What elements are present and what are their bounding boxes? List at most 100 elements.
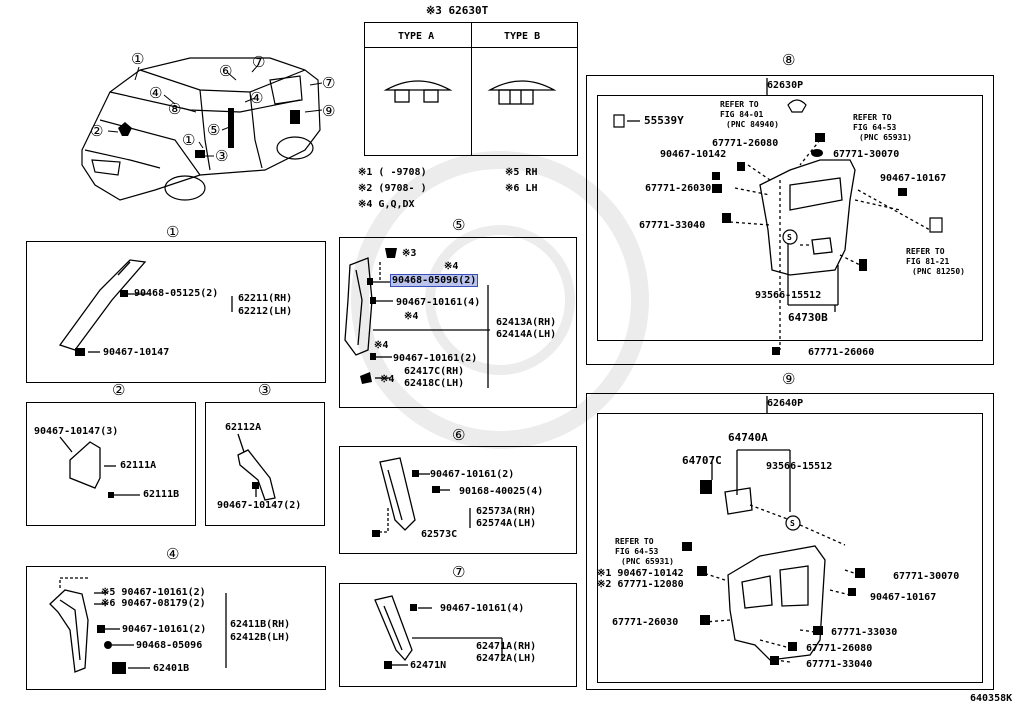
ref-64-9-line2[interactable]: FIG 64-53 xyxy=(615,547,659,556)
part-90467-10161-rh[interactable]: ※5 90467-10161(2) xyxy=(101,587,206,598)
car-callout-8[interactable]: ⑧ xyxy=(168,100,182,118)
type-box-split xyxy=(471,22,472,156)
type-a-label: TYPE A xyxy=(398,31,435,42)
part-67771-26030b[interactable]: 67771-26030 xyxy=(612,617,679,628)
ref-84-line1[interactable]: REFER TO xyxy=(720,100,759,109)
part-64740A[interactable]: 64740A xyxy=(728,431,768,444)
selection-highlight[interactable]: 90468-05096(2) xyxy=(390,274,479,287)
panel-7-number: ⑦ xyxy=(452,563,466,581)
type-b-label: TYPE B xyxy=(504,31,541,42)
car-callout-9[interactable]: ⑨ xyxy=(322,102,336,120)
part-62413A[interactable]: 62413A(RH) xyxy=(496,317,557,328)
part-90467-10147-3[interactable]: 90467-10147(3) xyxy=(34,426,119,437)
panel-4 xyxy=(26,566,326,690)
note-4: ※4 G,Q,DX xyxy=(358,199,415,210)
part-90467-10161-4b[interactable]: 90467-10161(4) xyxy=(440,603,525,614)
panel-3-number: ③ xyxy=(258,381,272,399)
part-90467-10142b[interactable]: ※1 90467-10142 xyxy=(597,568,684,579)
part-64730B[interactable]: 64730B xyxy=(788,311,828,324)
note-5: ※5 RH xyxy=(505,167,538,178)
ref-64-line2[interactable]: FIG 64-53 xyxy=(853,123,897,132)
part-62573A[interactable]: 62573A(RH) xyxy=(476,506,537,517)
part-93566-15512b[interactable]: 93566-15512 xyxy=(766,461,833,472)
part-90467-10161-2c[interactable]: 90467-10161(2) xyxy=(430,469,515,480)
car-callout-3[interactable]: ③ xyxy=(215,147,229,165)
part-90467-08179[interactable]: ※6 90467-08179(2) xyxy=(101,598,206,609)
part-90467-10147-2[interactable]: 90467-10147(2) xyxy=(217,500,302,511)
part-90467-10167[interactable]: 90467-10167 xyxy=(880,173,947,184)
part-67771-12080[interactable]: ※2 67771-12080 xyxy=(597,579,684,590)
part-90468-05096[interactable]: 90468-05096 xyxy=(136,640,203,651)
part-90467-10147[interactable]: 90467-10147 xyxy=(103,347,170,358)
part-90467-10161-4[interactable]: 90467-10161(4) xyxy=(396,297,481,308)
part-67771-26080b[interactable]: 67771-26080 xyxy=(806,643,873,654)
part-62112A[interactable]: 62112A xyxy=(225,422,262,433)
car-callout-6[interactable]: ⑥ xyxy=(219,62,233,80)
ref-64-9-line1[interactable]: REFER TO xyxy=(615,537,654,546)
part-64707C[interactable]: 64707C xyxy=(682,454,722,467)
car-callout-7[interactable]: ⑦ xyxy=(322,74,336,92)
part-90168-40025[interactable]: 90168-40025(4) xyxy=(459,486,544,497)
part-67771-30070[interactable]: 67771-30070 xyxy=(833,149,900,160)
part-62414A[interactable]: 62414A(LH) xyxy=(496,329,557,340)
part-62412B[interactable]: 62412B(LH) xyxy=(230,632,291,643)
car-callout-1[interactable]: ① xyxy=(131,50,145,68)
part-90468-05125[interactable]: 90468-05125(2) xyxy=(134,288,219,299)
part-62471N[interactable]: 62471N xyxy=(410,660,447,671)
ref-81-line3[interactable]: (PNC 81250) xyxy=(912,267,965,276)
panel-8-number: ⑧ xyxy=(782,51,796,69)
ref-81-line1[interactable]: REFER TO xyxy=(906,247,945,256)
ref-64-9-line3[interactable]: (PNC 65931) xyxy=(621,557,674,566)
part-62417C[interactable]: 62417C(RH) xyxy=(404,366,465,377)
part-67771-33030[interactable]: 67771-33030 xyxy=(831,627,898,638)
part-55539Y[interactable]: 55539Y xyxy=(644,114,684,127)
panel-8-inner xyxy=(597,95,983,341)
ref-84-line3[interactable]: (PNC 84940) xyxy=(726,120,779,129)
panel-8-title: 62630P xyxy=(767,80,804,91)
part-62212[interactable]: 62212(LH) xyxy=(238,306,293,317)
panel-9-number: ⑨ xyxy=(782,370,796,388)
car-callout-1b[interactable]: ① xyxy=(182,131,196,149)
part-62111A[interactable]: 62111A xyxy=(120,460,157,471)
part-62401B[interactable]: 62401B xyxy=(153,663,190,674)
type-box-title: ※3 62630T xyxy=(426,4,489,17)
panel-1 xyxy=(26,241,326,383)
part-90468-05096-2-selected[interactable]: 90468-05096(2) xyxy=(390,274,479,287)
part-90467-10161-2b[interactable]: 90467-10161(2) xyxy=(393,353,478,364)
part-93566-15512[interactable]: 93566-15512 xyxy=(755,290,822,301)
part-62211[interactable]: 62211(RH) xyxy=(238,293,293,304)
part-62411B[interactable]: 62411B(RH) xyxy=(230,619,291,630)
part-67771-26080[interactable]: 67771-26080 xyxy=(712,138,779,149)
part-62472A[interactable]: 62472A(LH) xyxy=(476,653,537,664)
part-90467-10142[interactable]: 90467-10142 xyxy=(660,149,727,160)
car-callout-4b[interactable]: ④ xyxy=(250,89,264,107)
ref-64-line3[interactable]: (PNC 65931) xyxy=(859,133,912,142)
car-callout-4[interactable]: ④ xyxy=(149,84,163,102)
ref-84-line2[interactable]: FIG 84-01 xyxy=(720,110,764,119)
part-62418C[interactable]: 62418C(LH) xyxy=(404,378,465,389)
part-90467-10167b[interactable]: 90467-10167 xyxy=(870,592,937,603)
panel-5 xyxy=(339,237,577,408)
part-62111B[interactable]: 62111B xyxy=(143,489,180,500)
part-62573C[interactable]: 62573C xyxy=(421,529,458,540)
part-62574A[interactable]: 62574A(LH) xyxy=(476,518,537,529)
car-callout-7b[interactable]: ⑦ xyxy=(252,53,266,71)
part-90467-10161-2[interactable]: 90467-10161(2) xyxy=(122,624,207,635)
part-67771-33040[interactable]: 67771-33040 xyxy=(639,220,706,231)
panel-2 xyxy=(26,402,196,526)
car-callout-2[interactable]: ② xyxy=(90,122,104,140)
ref-81-line2[interactable]: FIG 81-21 xyxy=(906,257,950,266)
part-67771-26060[interactable]: 67771-26060 xyxy=(808,347,875,358)
part-62471A[interactable]: 62471A(RH) xyxy=(476,641,537,652)
panel-1-number: ① xyxy=(166,223,180,241)
part-67771-26030[interactable]: 67771-26030 xyxy=(645,183,712,194)
panel-9 xyxy=(586,393,994,690)
part-67771-33040b[interactable]: 67771-33040 xyxy=(806,659,873,670)
screw-s-icon-2: S xyxy=(790,519,795,528)
part-67771-30070b[interactable]: 67771-30070 xyxy=(893,571,960,582)
car-callout-5[interactable]: ⑤ xyxy=(207,121,221,139)
ref-64-line1[interactable]: REFER TO xyxy=(853,113,892,122)
